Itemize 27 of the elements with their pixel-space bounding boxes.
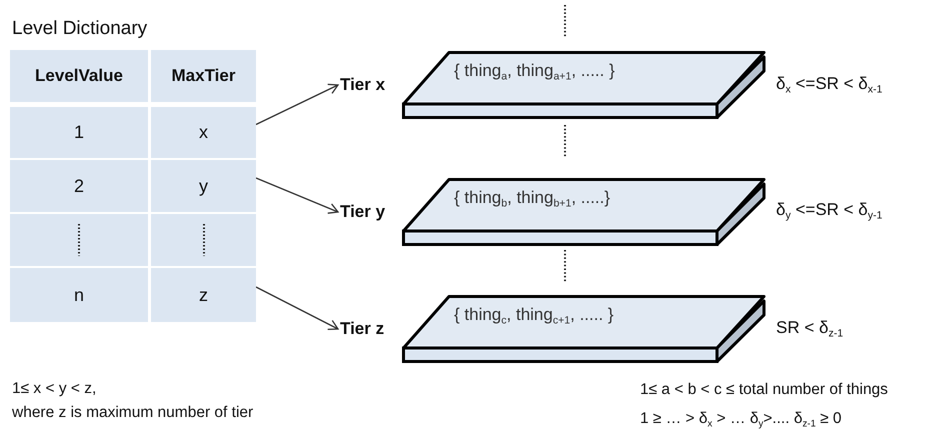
arrow (256, 286, 339, 330)
threshold-condition: SR < δ$_{z-1}$ (776, 318, 844, 338)
threshold-condition: δ$_{y}$ <=SR < δ$_{y-1}$ (776, 200, 882, 220)
note-text: 1≤ x < y < z, (12, 380, 96, 398)
table-cell: 1 (10, 107, 148, 158)
note-text: where z is maximum number of tier (12, 404, 254, 422)
column-header: MaxTier (151, 50, 256, 102)
tier-label: Tier z (340, 319, 384, 339)
table-cell: 2 (10, 160, 148, 212)
table-title: Level Dictionary (12, 18, 148, 40)
table-cell: y (151, 160, 256, 212)
tier-contents: { thing$_{a}$, thing$_{a+1}$, ..... } (454, 61, 615, 81)
table-cell: n (10, 268, 148, 322)
arrow (256, 177, 339, 214)
table-cell (151, 214, 256, 266)
tier-contents: { thing$_{b}$, thing$_{b+1}$, .....} (454, 188, 610, 208)
tier-label: Tier y (340, 202, 386, 222)
note-text: 1 ≥ … > δ$_{x}$ > … δ$_{y}$>.... δ$_{z-1}$ ≥ 0 (640, 410, 842, 428)
table-cell: x (151, 107, 256, 158)
table-cell (10, 214, 148, 266)
arrow (256, 84, 339, 126)
table-cell: z (151, 268, 256, 322)
tier-contents: { thing$_{c}$, thing$_{c+1}$, ..... } (454, 305, 614, 325)
tier-label: Tier x (340, 75, 386, 95)
column-header: LevelValue (10, 50, 148, 102)
threshold-condition: δ$_{x}$ <=SR < δ$_{x-1}$ (776, 74, 882, 94)
note-text: 1≤ a < b < c ≤ total number of things (640, 381, 888, 399)
